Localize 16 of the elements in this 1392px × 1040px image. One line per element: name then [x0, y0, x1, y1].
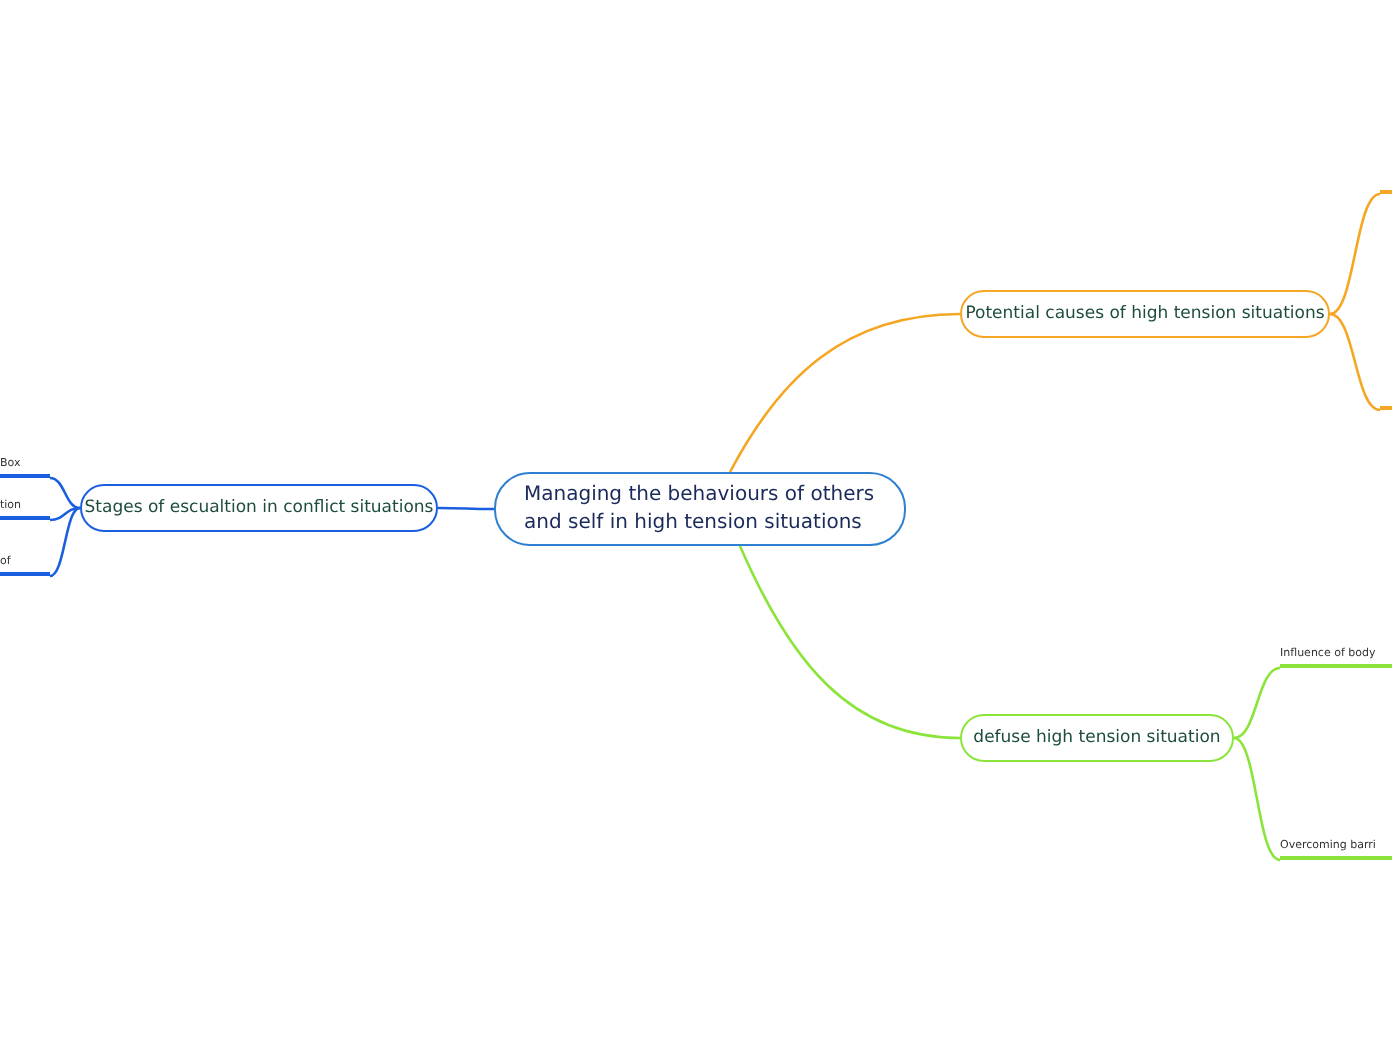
topic-box: Potential causes of high tension situations [960, 290, 1330, 338]
central-topic-box: Managing the behaviours of others and self in high tension situations [494, 472, 906, 546]
branch-connector [438, 506, 494, 511]
branch-connector [1329, 192, 1381, 316]
branch-connector [49, 476, 81, 510]
branch-underline [1380, 406, 1392, 410]
branch-connector [1233, 736, 1281, 862]
branch-connector [49, 506, 81, 578]
branch-connector [738, 545, 961, 740]
branch-connector [1329, 312, 1381, 412]
branch-connector [728, 312, 961, 473]
branch-underline [1380, 190, 1392, 194]
branch-connector [1233, 666, 1281, 740]
topic-box: Stages of escualtion in conflict situations [80, 484, 438, 532]
topic-box: defuse high tension situation [960, 714, 1234, 762]
branch-connector [49, 506, 81, 522]
